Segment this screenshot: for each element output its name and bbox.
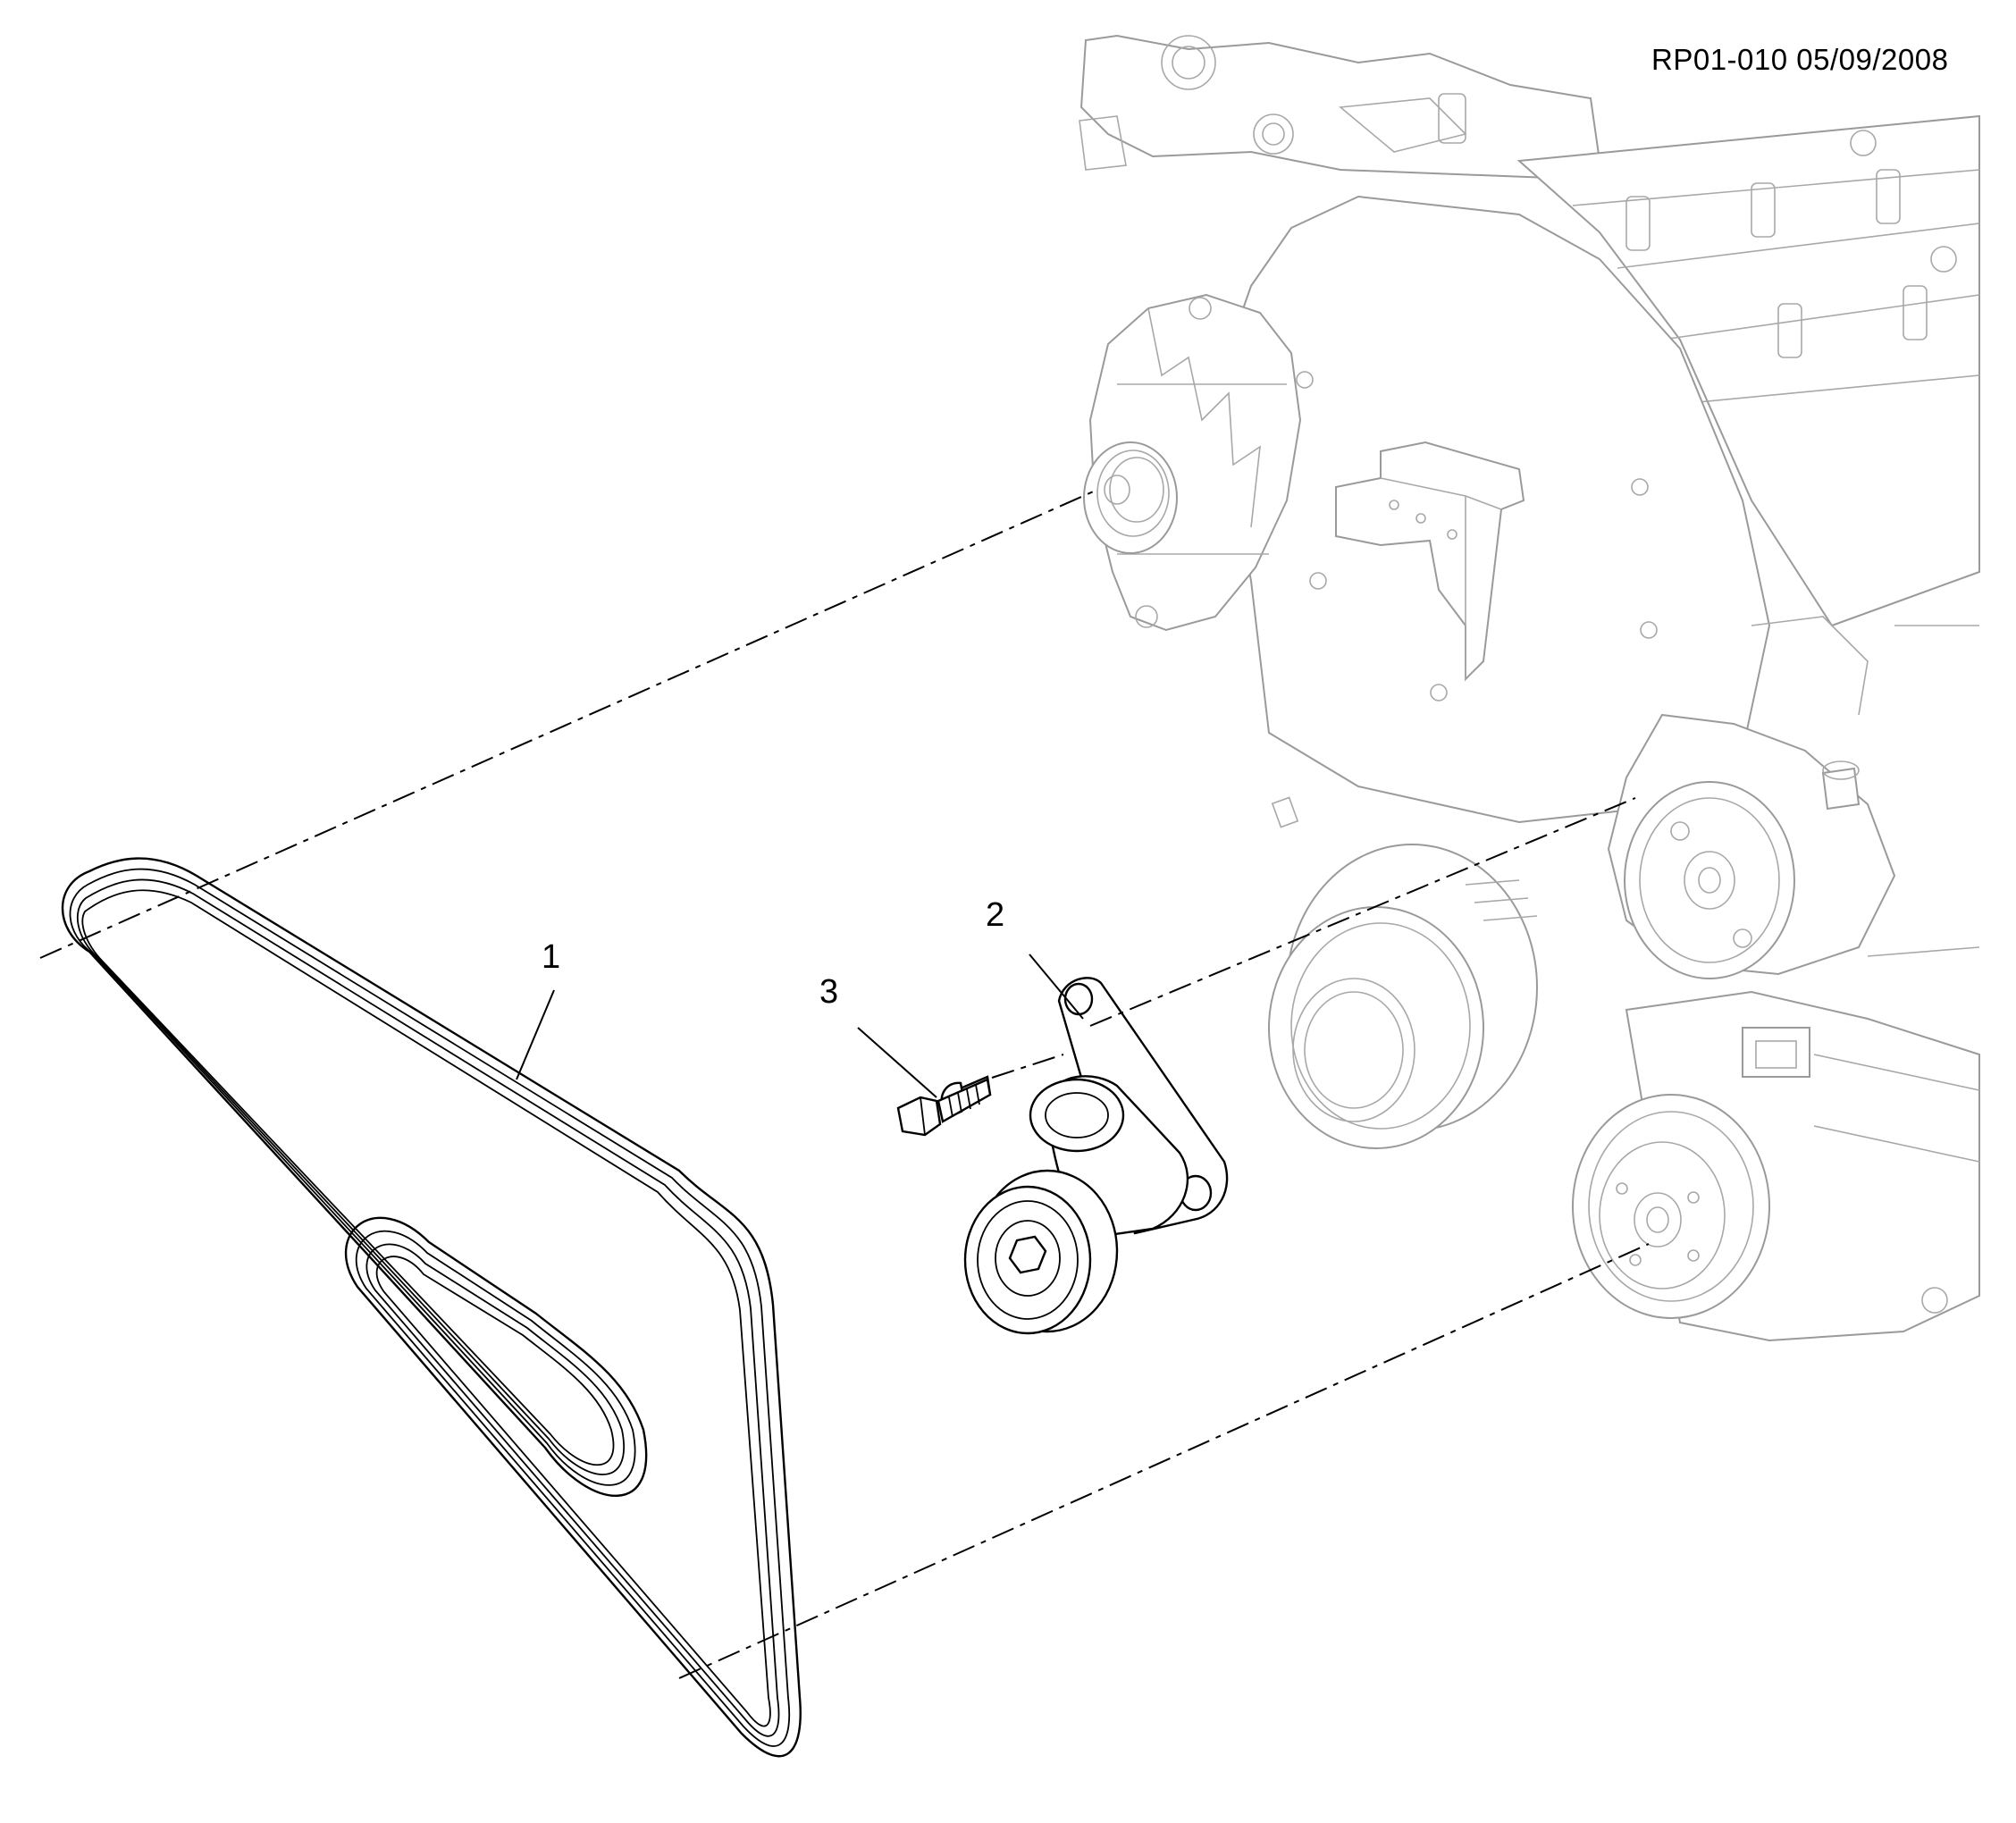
alternator-centerline xyxy=(39,489,1098,959)
drive-belt xyxy=(61,857,802,1758)
crank-centerline xyxy=(1089,797,1636,1027)
alignment-lines xyxy=(39,489,1650,1679)
bolt-centerline xyxy=(991,1054,1064,1079)
leader-1 xyxy=(516,989,555,1080)
power-steering-pump xyxy=(1607,713,1896,979)
callout-number-3: 3 xyxy=(819,973,839,1011)
engine-block xyxy=(1079,34,1980,1342)
compressor-centerline xyxy=(678,1243,1650,1679)
bolt xyxy=(896,1075,992,1137)
belt-tensioner xyxy=(963,977,1229,1335)
callout-number-2: 2 xyxy=(986,896,1005,934)
crankshaft-pulley xyxy=(1268,844,1538,1149)
ac-compressor xyxy=(1572,990,1980,1342)
alternator xyxy=(1083,293,1302,632)
drawing-reference-number: RP01-010 05/09/2008 xyxy=(1651,43,1949,76)
leader-3 xyxy=(857,1027,937,1098)
leader-2 xyxy=(1029,954,1084,1020)
callout-number-1: 1 xyxy=(542,938,561,976)
callout-leaders xyxy=(516,954,1084,1098)
